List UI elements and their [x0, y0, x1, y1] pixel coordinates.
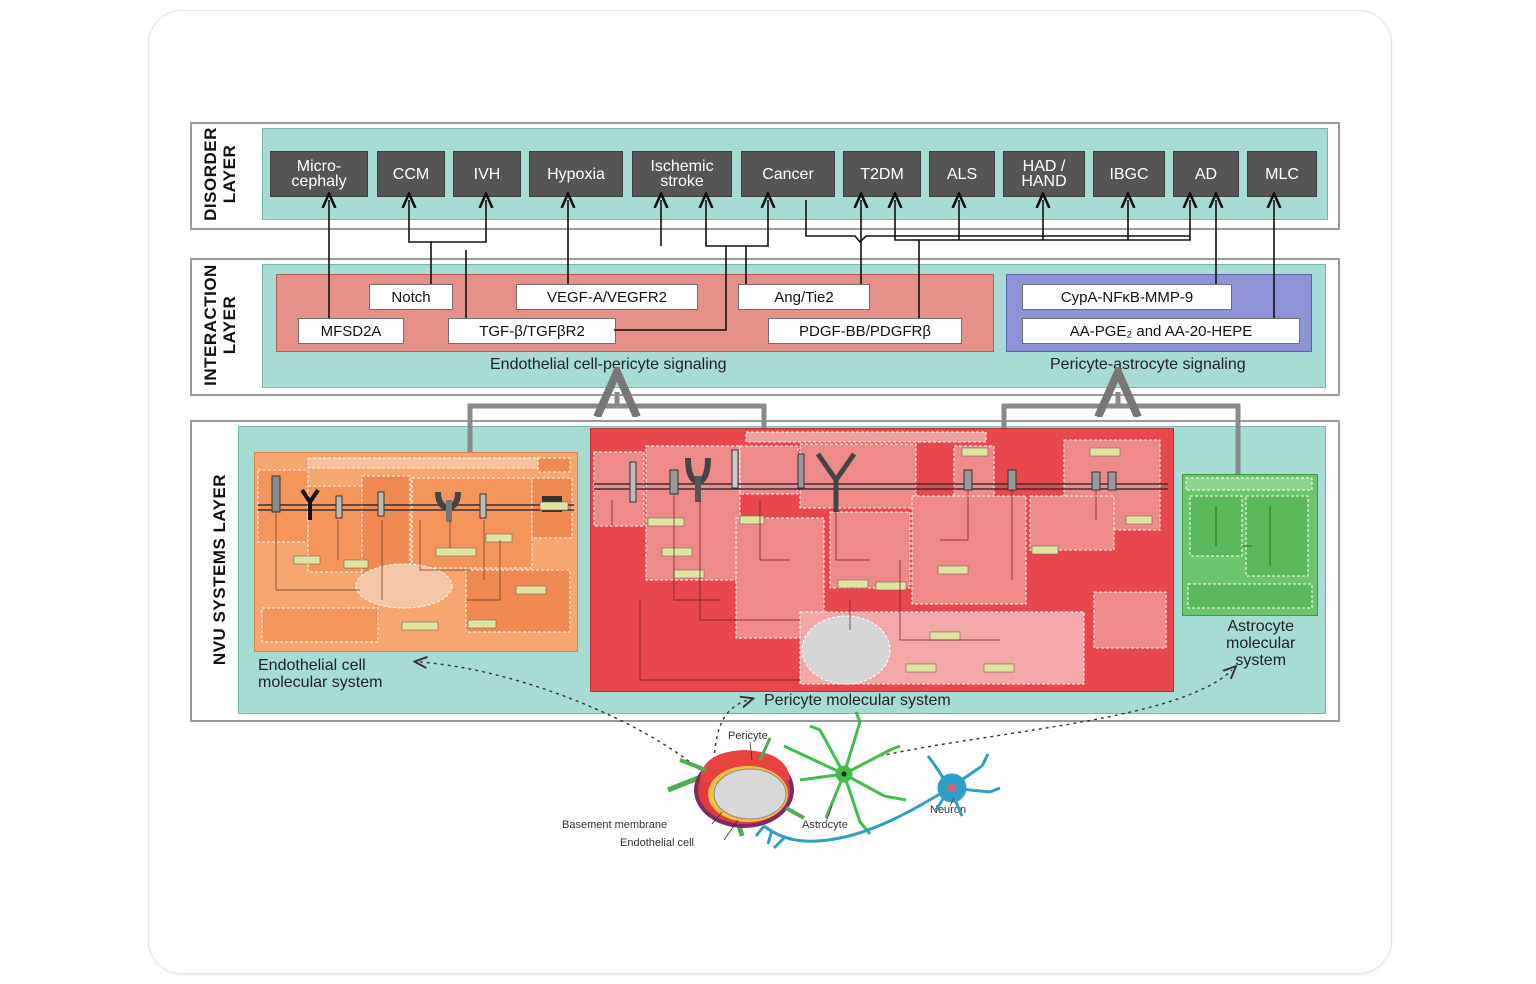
- astrocyte-internals: [1185, 477, 1313, 609]
- cell-to-system-links: [420, 662, 1232, 771]
- pathway-tgf-beta: TGF-β/TGFβR2: [448, 318, 616, 344]
- astrocyte-cell-label: Astrocyte: [802, 819, 848, 831]
- disorder-mlc: MLC: [1247, 151, 1317, 197]
- basement-membrane-label: Basement membrane: [562, 819, 668, 831]
- interaction-to-disorder-connectors: [329, 200, 1274, 331]
- pathway-pdgf: PDGF-BB/PDGFRβ: [768, 318, 962, 344]
- disorder-cancer: Cancer: [741, 151, 835, 197]
- disorder-microcephaly: Micro- cephaly: [270, 151, 368, 197]
- astrocyte-system-caption: Astrocyte molecular system: [1226, 618, 1296, 669]
- pericyte-cell-label: Pericyte: [728, 730, 768, 742]
- disorder-als: ALS: [929, 151, 995, 197]
- disorder-ad: AD: [1173, 151, 1239, 197]
- pathway-mfsd2a: MFSD2A: [298, 318, 404, 344]
- pathway-vegf: VEGF-A/VEGFR2: [516, 284, 698, 310]
- endothelial-internals: [257, 457, 574, 643]
- disorder-ibgc: IBGC: [1093, 151, 1165, 197]
- astrocyte-illustration: [783, 711, 907, 835]
- endothelial-pericyte-caption: Endothelial cell-pericyte signaling: [490, 356, 727, 373]
- disorder-t2dm: T2DM: [843, 151, 921, 197]
- disorder-ischemic-stroke: Ischemic stroke: [632, 151, 732, 197]
- pathway-ang-tie2: Ang/Tie2: [738, 284, 870, 310]
- pathway-aa: AA-PGE₂ and AA-20-HEPE: [1022, 318, 1300, 344]
- neuron-illustration: [754, 753, 1001, 850]
- blood-vessel-illustration: [667, 737, 805, 837]
- pathway-notch: Notch: [369, 284, 453, 310]
- endothelial-cell-label: Endothelial cell: [620, 837, 694, 849]
- pathway-cypa: CypA-NFκB-MMP-9: [1022, 284, 1232, 310]
- endothelial-system-caption: Endothelial cell molecular system: [258, 657, 383, 691]
- disorder-hypoxia: Hypoxia: [529, 151, 623, 197]
- pericyte-system-caption: Pericyte molecular system: [764, 692, 951, 709]
- pericyte-internals: [593, 431, 1168, 685]
- cell-label-pointers: [711, 741, 955, 841]
- nvu-to-interaction-connectors: [467, 392, 1241, 474]
